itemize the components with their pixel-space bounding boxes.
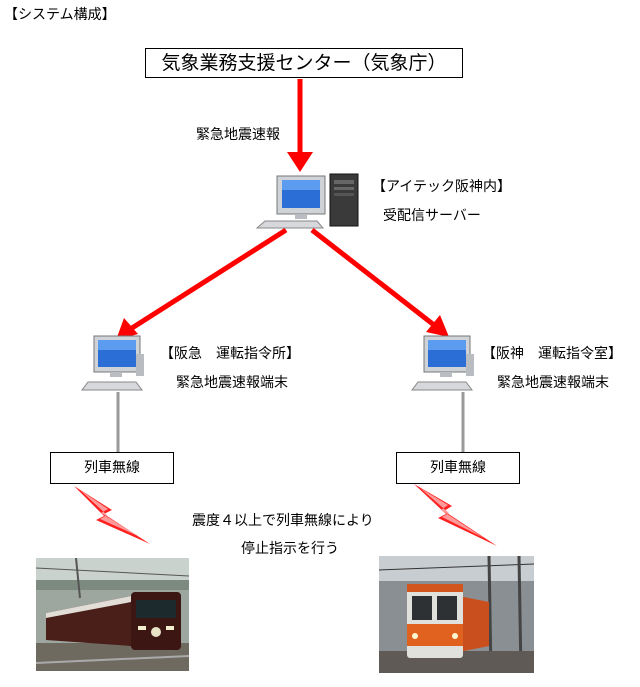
arrow-agency-to-server [287, 79, 313, 172]
hanshin-location: 【阪神 運転指令室】 [482, 346, 622, 362]
instruction-line-1: 震度４以上で列車無線により [192, 513, 374, 529]
server-location: 【アイテック阪神内】 [372, 179, 512, 195]
hanshin-terminal-name: 緊急地震速報端末 [497, 375, 609, 391]
instruction-line-2: 停止指示を行う [241, 541, 339, 557]
arrow-server-to-hankyu [116, 227, 288, 340]
server-name: 受配信サーバー [383, 208, 481, 224]
hanshin-train-radio-box: 列車無線 [396, 452, 520, 484]
lightning-right-icon [414, 484, 497, 546]
hankyu-terminal-name: 緊急地震速報端末 [176, 375, 288, 391]
lightning-left-icon [74, 486, 150, 544]
source-agency-box: 気象業務支援センター（気象庁） [145, 48, 463, 78]
hanshin-terminal-icon [411, 335, 474, 391]
hankyu-train-photo [36, 558, 189, 671]
arrow-label: 緊急地震速報 [196, 127, 280, 143]
hankyu-train-radio-box: 列車無線 [50, 452, 174, 484]
server-computer-icon [255, 173, 359, 229]
section-title: 【システム構成】 [4, 7, 116, 23]
hankyu-location: 【阪急 運転指令所】 [160, 346, 300, 362]
hanshin-train-photo [379, 556, 534, 673]
hankyu-terminal-icon [81, 335, 144, 391]
arrow-server-to-hanshin [310, 228, 449, 337]
